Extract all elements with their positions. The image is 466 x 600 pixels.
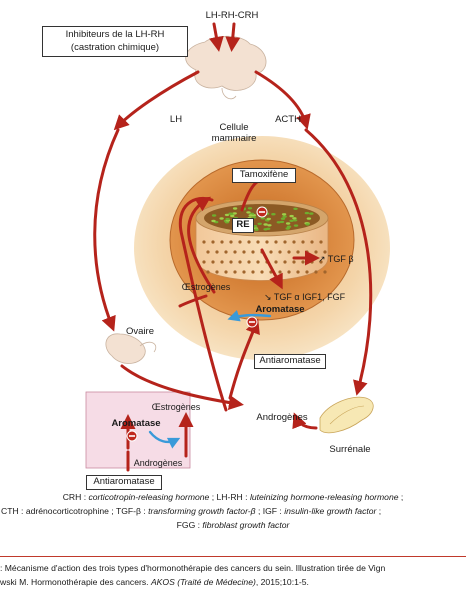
abbrev-term: corticotropin-releasing hormone bbox=[88, 492, 210, 502]
tgf-beta-label: ↗ TGF β bbox=[318, 254, 354, 264]
ovary-label: Ovaire bbox=[126, 326, 154, 337]
inhibitors-box: Inhibiteurs de la LH-RH (castration chim… bbox=[42, 26, 188, 57]
abbrev-term: luteinizing hormone-releasing hormone bbox=[249, 492, 399, 502]
growth-factors-label: ↘ TGF α IGF1, FGF bbox=[264, 292, 346, 302]
abbreviations-line-1: CRH : corticotropin-releasing hormone ; … bbox=[0, 490, 466, 504]
abbrev-text: ; LH-RH : bbox=[209, 492, 250, 502]
caption-line-2: wski M. Hormonothérapie des cancers. AKO… bbox=[0, 575, 466, 589]
abbrev-text: CRH : bbox=[62, 492, 89, 502]
androgens-ovary-label: Androgènes bbox=[134, 458, 183, 468]
caption-text: wski M. Hormonothérapie des cancers. bbox=[0, 577, 151, 587]
caption-source: AKOS (Traité de Médecine) bbox=[150, 577, 256, 587]
block-symbol-icon bbox=[246, 316, 258, 328]
lh-label: LH bbox=[170, 114, 182, 125]
aromatase-cell-label: Aromatase bbox=[255, 304, 304, 315]
ovary-icon bbox=[105, 333, 157, 364]
tamoxifen-box: Tamoxifène bbox=[232, 168, 296, 183]
abbrev-text: FGG : bbox=[176, 520, 203, 530]
pathway-arrows bbox=[93, 22, 373, 472]
abbreviations-line-2: CTH : adrénocorticotrophine ; TGF-β : tr… bbox=[0, 504, 466, 518]
abbrev-text: ; bbox=[398, 492, 404, 502]
adrenal-label: Surrénale bbox=[329, 444, 370, 455]
figure-caption: : Mécanisme d'action des trois types d'h… bbox=[0, 561, 466, 589]
caption-divider bbox=[0, 556, 466, 557]
nuclear-pores bbox=[202, 240, 327, 274]
abbreviations-line-3: FGG : fibroblast growth factor bbox=[0, 518, 466, 532]
ovary-panel bbox=[85, 391, 191, 469]
antiaromatase-ovary-box: Antiaromatase bbox=[86, 475, 162, 490]
adrenal-gland-icon bbox=[319, 396, 374, 434]
block-symbol-icon bbox=[256, 206, 268, 218]
aromatase-arrows bbox=[148, 310, 272, 449]
abbrev-term: transforming growth factor-β bbox=[148, 506, 256, 516]
aromatase-ovary-label: Aromatase bbox=[111, 418, 160, 429]
acth-label: ACTH bbox=[275, 114, 301, 125]
block-symbol-icon bbox=[126, 430, 138, 442]
re-box: RE bbox=[232, 218, 254, 233]
estrogens-ovary-label: Œstrogènes bbox=[152, 402, 201, 412]
antiaromatase-cell-box: Antiaromatase bbox=[254, 354, 326, 369]
lhrh-crh-label: LH-RH-CRH bbox=[206, 10, 259, 21]
abbrev-text: ; bbox=[376, 506, 382, 516]
abbrev-text: ; IGF : bbox=[255, 506, 285, 516]
estrogens-cell-label: Œstrogènes bbox=[182, 282, 231, 292]
abbrev-term: insulin-like growth factor bbox=[284, 506, 377, 516]
androgens-label: Androgènes bbox=[256, 412, 307, 423]
abbrev-term: fibroblast growth factor bbox=[202, 520, 290, 530]
caption-line-1: : Mécanisme d'action des trois types d'h… bbox=[0, 563, 386, 573]
abbreviations: CRH : corticotropin-releasing hormone ; … bbox=[0, 490, 466, 532]
caption-text: , 2015;10:1-5. bbox=[255, 577, 309, 587]
pituitary-gland-icon bbox=[185, 35, 267, 100]
abbrev-text: CTH : adrénocorticotrophine ; TGF-β : bbox=[1, 506, 149, 516]
